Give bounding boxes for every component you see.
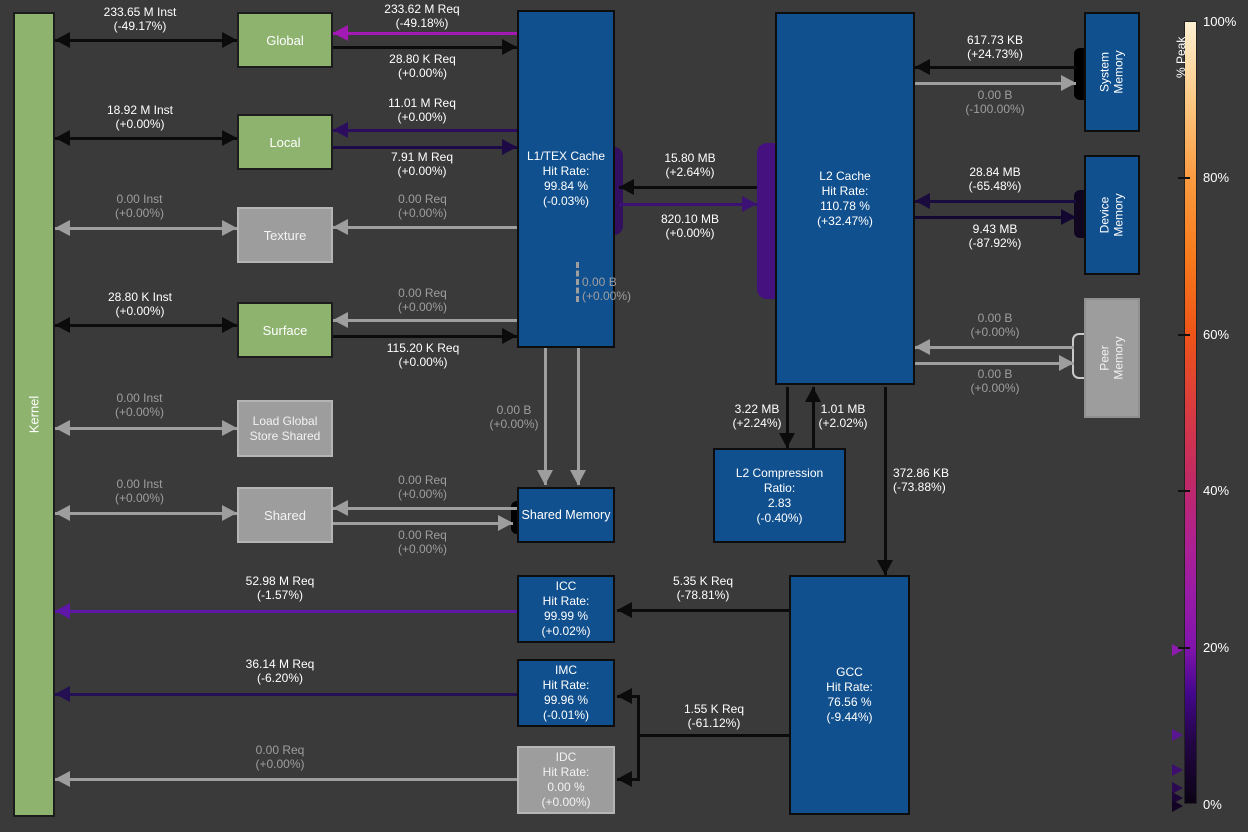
label-l2-peermem: 0.00 B(+0.00%) xyxy=(970,367,1020,395)
colorbar-tickmark-80 xyxy=(1178,177,1190,179)
label-idc-kernel: 0.00 Req(+0.00%) xyxy=(255,743,305,771)
arrow-kernel-texture xyxy=(55,220,237,236)
colorbar-tick-20: 20% xyxy=(1203,640,1230,655)
label-kernel-surface: 28.80 K Inst(+0.00%) xyxy=(107,290,173,318)
label-kernel-local: 18.92 M Inst(+0.00%) xyxy=(106,103,174,131)
arrow-sharedmem-to-shared xyxy=(333,500,517,516)
arrow-icc-to-kernel xyxy=(55,603,517,619)
colorbar-tickmark-60 xyxy=(1178,334,1190,336)
label-kernel-global: 233.65 M Inst(-49.17%) xyxy=(103,5,177,33)
colorbar-tick-0: 0% xyxy=(1203,797,1222,812)
label-shared-sharedmem: 0.00 Req(+0.00%) xyxy=(397,528,448,556)
arrow-devmem-to-l2 xyxy=(915,193,1076,209)
l1-l2-port-l2-side xyxy=(757,143,777,299)
label-gcc-icc: 5.35 K Req(-78.81%) xyxy=(672,574,734,602)
system-memory-port xyxy=(1074,48,1086,100)
label-surface-l1: 115.20 K Req(+0.00%) xyxy=(386,341,460,369)
label-peermem-l2: 0.00 B(+0.00%) xyxy=(970,311,1020,339)
arrow-l1-to-sharedmem-right xyxy=(570,348,586,485)
label-local-l1: 7.91 M Req(+0.00%) xyxy=(390,150,454,178)
label-l1-global: 233.62 M Req(-49.18%) xyxy=(384,2,460,30)
kernel-node: Kernel xyxy=(13,12,55,817)
global-node: Global xyxy=(237,12,333,68)
colorbar-tick-100: 100% xyxy=(1203,14,1237,29)
texture-node: Texture xyxy=(237,207,333,263)
arrow-imc-to-kernel xyxy=(55,686,517,702)
arrow-peermem-to-l2 xyxy=(915,339,1074,355)
label-l2-sysmem: 0.00 B(-100.00%) xyxy=(965,88,1025,116)
colorbar-tick-80: 80% xyxy=(1203,170,1230,185)
label-l2-devmem: 9.43 MB(-87.92%) xyxy=(968,222,1022,250)
colorbar-marker-5 xyxy=(1172,792,1183,804)
label-l1-surface: 0.00 Req(+0.00%) xyxy=(397,286,448,314)
label-l2-gcc: 372.86 KB(-73.88%) xyxy=(893,466,950,494)
label-kernel-texture: 0.00 Inst(+0.00%) xyxy=(114,192,165,220)
kernel-label: Kernel xyxy=(26,395,42,434)
colorbar-tick-60: 60% xyxy=(1203,327,1230,342)
label-l2-compression-out: 1.01 MB(+2.02%) xyxy=(818,402,868,430)
label-kernel-lgss: 0.00 Inst(+0.00%) xyxy=(114,391,165,419)
label-kernel-shared: 0.00 Inst(+0.00%) xyxy=(114,477,165,505)
label-sharedmem-shared: 0.00 Req(+0.00%) xyxy=(397,473,448,501)
arrow-kernel-global xyxy=(55,32,237,48)
arrow-sysmem-to-l2 xyxy=(915,59,1076,75)
gcc-split-horizontal-line xyxy=(638,734,789,737)
shared-node: Shared xyxy=(237,487,333,543)
arrow-l1-to-texture xyxy=(333,219,517,235)
colorbar-marker-4 xyxy=(1172,782,1183,794)
label-l2-l1: 15.80 MB(+2.64%) xyxy=(664,151,716,179)
arrow-l1-to-l2 xyxy=(619,196,757,212)
arrow-l1-to-local xyxy=(333,122,517,138)
arrow-kernel-surface xyxy=(55,317,237,333)
colorbar-tickmark-20 xyxy=(1178,647,1190,649)
colorbar-marker-6 xyxy=(1172,800,1183,812)
label-imc-kernel: 36.14 M Req(-6.20%) xyxy=(245,657,315,685)
label-l2-compression-in: 3.22 MB(+2.24%) xyxy=(732,402,782,430)
label-global-l1: 28.80 K Req(+0.00%) xyxy=(389,52,456,80)
label-l1-sharedmem-dashed: 0.00 B(+0.00%) xyxy=(582,275,632,303)
shared-memory-node: Shared Memory xyxy=(517,487,615,543)
label-gcc-imc-idc: 1.55 K Req(-61.12%) xyxy=(683,702,745,730)
label-devmem-l2: 28.84 MB(-65.48%) xyxy=(968,165,1022,193)
colorbar-tickmark-40 xyxy=(1178,490,1190,492)
label-sysmem-l2: 617.73 KB(+24.73%) xyxy=(966,33,1024,61)
local-node: Local xyxy=(237,114,333,170)
label-l1-local: 11.01 M Req(+0.00%) xyxy=(388,96,456,124)
peak-colorbar xyxy=(1184,21,1197,804)
arrow-l1-to-surface xyxy=(333,312,517,328)
arrow-l2-to-l1 xyxy=(619,179,757,195)
colorbar-marker-1 xyxy=(1172,644,1183,656)
device-memory-port xyxy=(1074,190,1086,238)
label-l1-texture: 0.00 Req(+0.00%) xyxy=(397,192,448,220)
arrow-gcc-to-icc xyxy=(617,602,789,618)
colorbar-title: % Peak xyxy=(1174,36,1188,78)
label-icc-kernel: 52.98 M Req(-1.57%) xyxy=(245,574,315,602)
colorbar-tick-40: 40% xyxy=(1203,483,1230,498)
colorbar-marker-3 xyxy=(1172,764,1183,776)
label-l1-sharedmem: 0.00 B(+0.00%) xyxy=(489,403,539,431)
arrow-kernel-shared xyxy=(55,505,237,521)
gcc-split-vertical-line xyxy=(637,695,640,779)
arrow-idc-to-kernel xyxy=(55,771,517,787)
label-l1-l2: 820.10 MB(+0.00%) xyxy=(660,212,720,240)
arrow-kernel-local xyxy=(55,130,237,146)
arrow-l1-sharedmem-dashed-segment xyxy=(576,262,579,302)
arrow-kernel-lgss xyxy=(55,420,237,436)
surface-node: Surface xyxy=(237,302,333,358)
colorbar-marker-2 xyxy=(1172,729,1183,741)
